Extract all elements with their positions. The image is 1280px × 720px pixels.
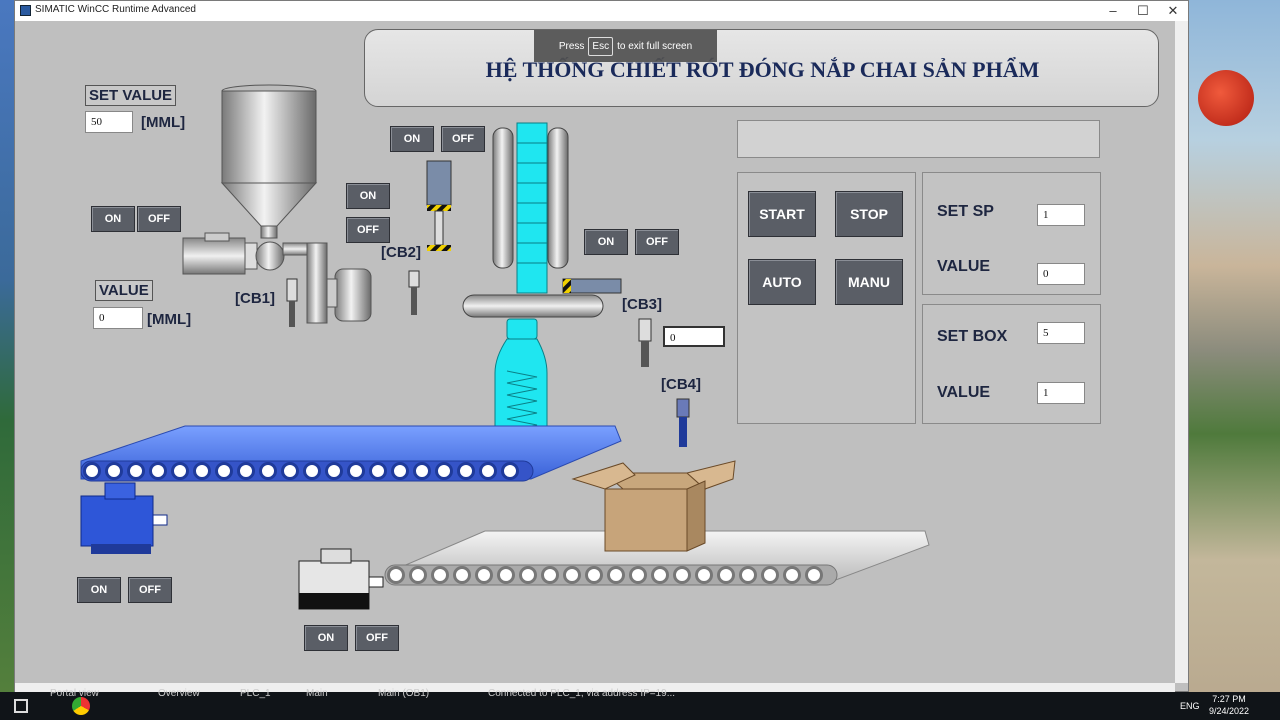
capper-off-button[interactable]: OFF xyxy=(441,126,485,152)
wallpaper-lantern xyxy=(1198,70,1254,126)
hopper-tank xyxy=(220,84,318,239)
chrome-icon[interactable] xyxy=(72,697,90,715)
auto-button[interactable]: AUTO xyxy=(748,259,816,305)
sensor-cb2-label: [CB2] xyxy=(381,244,421,261)
vertical-scrollbar[interactable] xyxy=(1175,21,1188,683)
sensor-cb1-label: [CB1] xyxy=(235,290,275,307)
gray-motor xyxy=(298,548,384,610)
conveyor1-on-button[interactable]: ON xyxy=(77,577,121,603)
set-box-label: SET BOX xyxy=(937,328,1008,345)
feeder-on-button[interactable]: ON xyxy=(584,229,628,255)
stop-button[interactable]: STOP xyxy=(835,191,903,237)
windows-start-icon[interactable] xyxy=(14,699,28,713)
blue-motor xyxy=(80,482,168,554)
taskbar-item-portal[interactable]: Portal view xyxy=(50,688,99,699)
toast-press: Press xyxy=(558,40,585,52)
manu-button[interactable]: MANU xyxy=(835,259,903,305)
gray-conveyor-rollers xyxy=(385,566,837,586)
cb3-counter: 0 xyxy=(663,326,725,347)
valve-on-button[interactable]: ON xyxy=(346,183,390,209)
value-unit: [MML] xyxy=(147,311,192,328)
taskbar-item-main-ob1[interactable]: Main (OB1) xyxy=(378,688,430,699)
taskbar: Portal view Overview PLC_1 Main Main (OB… xyxy=(0,688,1280,720)
minimize-button[interactable]: – xyxy=(1109,3,1117,18)
box-value-display: 1 xyxy=(1037,382,1085,404)
blue-conveyor-rollers xyxy=(81,462,533,482)
taskbar-item-plc[interactable]: PLC_1 xyxy=(240,688,271,699)
esc-key: Esc xyxy=(588,36,614,56)
sp-value-label: VALUE xyxy=(937,258,991,275)
start-button[interactable]: START xyxy=(748,191,816,237)
status-message-box xyxy=(737,120,1100,158)
conveyor2-on-button[interactable]: ON xyxy=(304,625,348,651)
sensor-cb2 xyxy=(408,270,420,315)
fullscreen-toast: Press Esc to exit full screen xyxy=(534,30,717,62)
valve-off-button[interactable]: OFF xyxy=(346,217,390,243)
conveyor1-off-button[interactable]: OFF xyxy=(128,577,172,603)
feeder-off-button[interactable]: OFF xyxy=(635,229,679,255)
sensor-cb4 xyxy=(676,398,690,447)
set-value-label: SET VALUE xyxy=(85,85,177,106)
cap-magazine xyxy=(462,122,622,318)
pump-off-button[interactable]: OFF xyxy=(137,206,181,232)
sensor-cb1 xyxy=(286,278,298,327)
capper-cylinder xyxy=(426,160,452,251)
value-label: VALUE xyxy=(95,280,153,301)
desktop-left-edge xyxy=(0,0,16,700)
set-box-input[interactable]: 5 xyxy=(1037,322,1085,344)
sensor-cb3 xyxy=(638,318,652,367)
value-display: 0 xyxy=(93,307,143,329)
pump-motor xyxy=(182,232,372,324)
wincc-window: SIMATIC WinCC Runtime Advanced – ☐ ✕ HỆ … xyxy=(14,0,1189,692)
taskbar-item-connected[interactable]: Connected to PLC_1, via address IP=19... xyxy=(488,688,676,699)
clock-date[interactable]: 9/24/2022 xyxy=(1208,706,1250,716)
window-title: SIMATIC WinCC Runtime Advanced xyxy=(35,4,196,15)
language-indicator[interactable]: ENG xyxy=(1180,701,1200,711)
set-sp-label: SET SP xyxy=(937,203,994,220)
close-button[interactable]: ✕ xyxy=(1167,3,1179,18)
pump-on-button[interactable]: ON xyxy=(91,206,135,232)
taskbar-item-main[interactable]: Main xyxy=(306,688,328,699)
horizontal-scrollbar[interactable] xyxy=(15,683,1175,692)
cardboard-box xyxy=(571,460,736,552)
box-value-label: VALUE xyxy=(937,384,991,401)
app-icon xyxy=(20,5,31,16)
sensor-cb3-label: [CB3] xyxy=(622,296,662,313)
set-sp-input[interactable]: 1 xyxy=(1037,204,1085,226)
capper-on-button[interactable]: ON xyxy=(390,126,434,152)
conveyor2-off-button[interactable]: OFF xyxy=(355,625,399,651)
sp-value-display: 0 xyxy=(1037,263,1085,285)
sensor-cb4-label: [CB4] xyxy=(661,376,701,393)
title-bar: SIMATIC WinCC Runtime Advanced – ☐ ✕ xyxy=(15,1,1188,21)
maximize-button[interactable]: ☐ xyxy=(1137,3,1149,18)
set-value-unit: [MML] xyxy=(141,114,186,131)
clock-time[interactable]: 7:27 PM xyxy=(1212,694,1246,704)
taskbar-item-overview[interactable]: Overview xyxy=(158,688,200,699)
toast-rest: to exit full screen xyxy=(617,40,693,52)
set-value-input[interactable]: 50 xyxy=(85,111,133,133)
